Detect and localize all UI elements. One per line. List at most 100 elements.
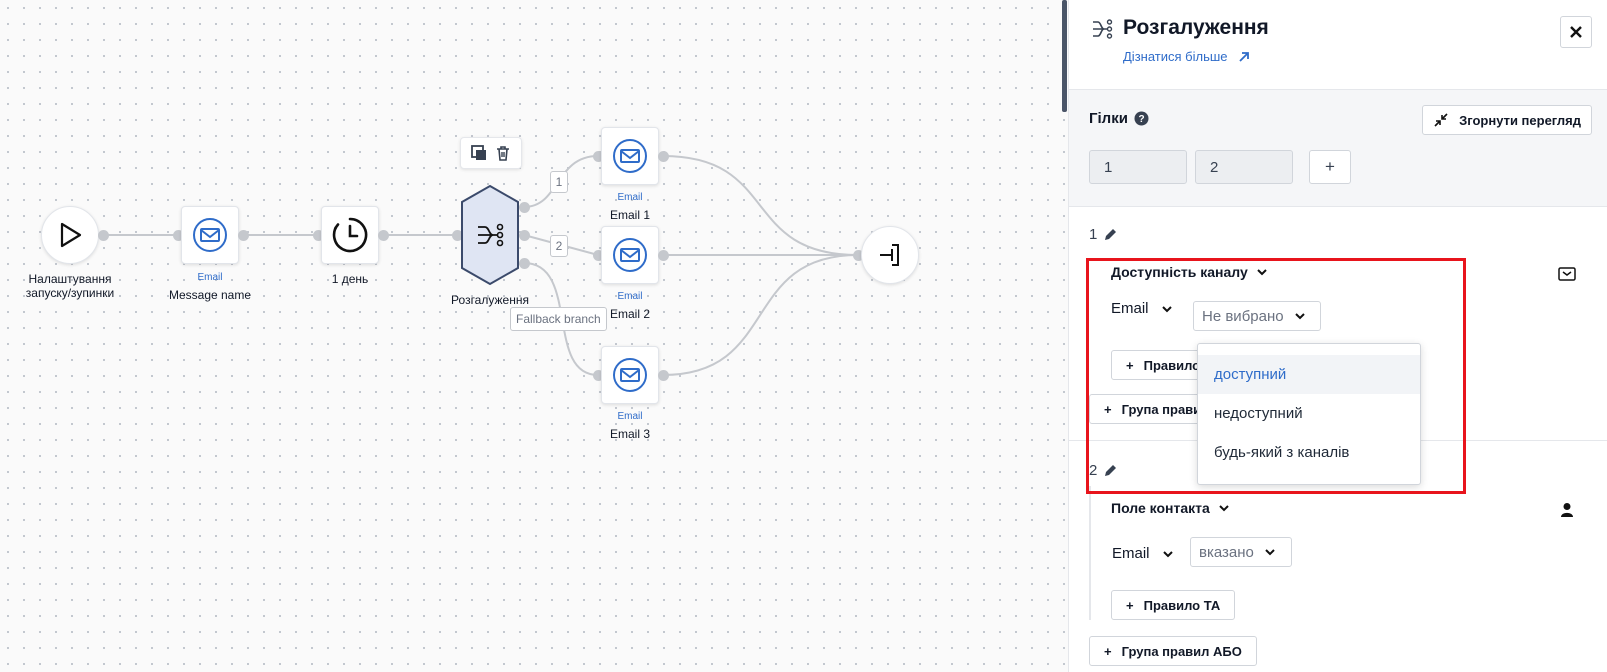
output-port[interactable]	[378, 230, 389, 241]
channel-icon	[1558, 267, 1576, 281]
external-link-icon	[1238, 51, 1249, 62]
collapse-view-button[interactable]: Згорнути перегляд	[1422, 105, 1592, 135]
email-node-main[interactable]	[181, 206, 239, 264]
input-port[interactable]	[593, 151, 604, 162]
fallback-branch-label[interactable]: Fallback branch	[510, 307, 607, 331]
input-port[interactable]	[313, 230, 324, 241]
branch-tab-1[interactable]: 1	[1089, 150, 1187, 184]
chevron-down-icon	[1162, 550, 1173, 557]
email-node-3[interactable]	[601, 346, 659, 404]
output-port[interactable]	[658, 151, 669, 162]
start-node[interactable]	[41, 206, 99, 264]
pencil-icon[interactable]	[1103, 228, 1117, 242]
close-icon	[1570, 26, 1582, 38]
output-port-1[interactable]	[519, 202, 530, 213]
condition-type-dropdown[interactable]: Поле контакта	[1111, 500, 1230, 516]
envelope-icon	[613, 139, 647, 173]
branch-1-header: 1	[1089, 226, 1117, 243]
learn-more-label: Дізнатися більше	[1123, 49, 1228, 64]
input-port[interactable]	[593, 370, 604, 381]
condition-type-label: Доступність каналу	[1111, 264, 1248, 280]
output-port[interactable]	[658, 250, 669, 261]
input-port[interactable]	[593, 250, 604, 261]
email-node-type-label: Email	[617, 192, 643, 203]
availability-value: Не вибрано	[1202, 307, 1284, 325]
pencil-icon[interactable]	[1103, 464, 1117, 478]
collapse-icon	[1434, 113, 1448, 127]
chevron-down-icon	[1257, 269, 1267, 276]
email-node-1[interactable]	[601, 127, 659, 185]
help-icon[interactable]: ?	[1134, 111, 1149, 126]
chevron-down-icon	[1161, 305, 1172, 312]
availability-value-dropdown[interactable]: Не вибрано	[1193, 301, 1321, 331]
envelope-icon	[613, 238, 647, 272]
email-node-caption: Email 2	[609, 307, 650, 321]
email-node-caption: Email 1	[609, 208, 650, 222]
output-port[interactable]	[658, 370, 669, 381]
workflow-canvas[interactable]: Налаштування запуску/зупинки Email Messa…	[0, 0, 1068, 672]
option-any-channel[interactable]: будь-який з каналів	[1214, 444, 1350, 461]
email-node-caption: Email 3	[609, 427, 650, 441]
contact-field-label: Email	[1112, 545, 1150, 562]
add-or-group-button[interactable]: + Група правил АБО	[1089, 636, 1257, 666]
plus-icon: +	[1104, 401, 1112, 417]
output-port-fallback[interactable]	[519, 258, 530, 269]
branch-2-header: 2	[1089, 462, 1117, 479]
input-port[interactable]	[173, 230, 184, 241]
add-or-group-label: Група правил АБО	[1121, 643, 1242, 659]
learn-more-link[interactable]: Дізнатися більше	[1123, 49, 1250, 64]
channel-field-dropdown[interactable]: Email	[1111, 300, 1173, 317]
copy-icon[interactable]	[470, 144, 488, 162]
email-node-2[interactable]	[601, 226, 659, 284]
email-node-caption: Message name	[168, 288, 252, 302]
chevron-down-icon	[1219, 505, 1229, 512]
panel-resize-handle[interactable]	[1062, 0, 1067, 112]
properties-panel: Розгалуження Дізнатися більше Гілки ? Зг…	[1068, 0, 1607, 672]
add-and-rule-label: Правило ТА	[1143, 597, 1221, 613]
exit-icon	[880, 244, 899, 266]
delay-node[interactable]	[321, 206, 379, 264]
chevron-down-icon	[1265, 549, 1275, 556]
timer-icon	[332, 217, 368, 253]
email-node-type-label: Email	[617, 291, 643, 302]
envelope-icon	[613, 358, 647, 392]
start-node-caption: Налаштування запуску/зупинки	[25, 272, 115, 300]
output-port[interactable]	[98, 230, 109, 241]
option-available[interactable]: доступний	[1198, 355, 1420, 394]
branch-label-2[interactable]: 2	[550, 235, 568, 257]
node-toolbar	[460, 137, 522, 169]
end-node[interactable]	[861, 226, 919, 284]
splitter-node[interactable]	[458, 184, 522, 286]
collapse-view-label: Згорнути перегляд	[1459, 112, 1581, 128]
branches-heading: Гілки ?	[1089, 110, 1149, 127]
contact-field-dropdown[interactable]: Email	[1112, 545, 1174, 562]
chevron-down-icon	[1294, 313, 1305, 320]
input-port[interactable]	[853, 250, 864, 261]
email-node-type-label: Email	[197, 272, 223, 283]
output-port-2[interactable]	[519, 230, 530, 241]
branches-section: Гілки ? Згорнути перегляд 1 2 +	[1069, 90, 1607, 207]
panel-header: Розгалуження Дізнатися більше	[1069, 0, 1607, 90]
split-icon	[478, 223, 504, 247]
delay-node-caption: 1 день	[331, 272, 369, 286]
close-button[interactable]	[1560, 16, 1592, 48]
availability-options-menu: доступний недоступний будь-який з каналі…	[1197, 343, 1421, 485]
branch-label-1[interactable]: 1	[550, 171, 568, 193]
branch-tab-2[interactable]: 2	[1195, 150, 1293, 184]
branch-2-rail	[1089, 486, 1091, 620]
trash-icon[interactable]	[494, 144, 512, 162]
add-branch-button[interactable]: +	[1309, 150, 1351, 184]
option-unavailable[interactable]: недоступний	[1214, 405, 1303, 422]
panel-title: Розгалуження	[1123, 16, 1269, 39]
add-and-rule-button[interactable]: + Правило ТА	[1111, 590, 1236, 620]
output-port[interactable]	[238, 230, 249, 241]
plus-icon: +	[1126, 597, 1134, 613]
split-icon	[1093, 19, 1113, 39]
condition-type-dropdown[interactable]: Доступність каналу	[1111, 264, 1268, 280]
input-port[interactable]	[452, 230, 463, 241]
email-node-type-label: Email	[617, 411, 643, 422]
contact-field-value-dropdown[interactable]: вказано	[1190, 537, 1292, 567]
branches-label: Гілки	[1089, 110, 1128, 127]
plus-icon: +	[1104, 643, 1112, 659]
workflow-edges	[104, 155, 859, 376]
